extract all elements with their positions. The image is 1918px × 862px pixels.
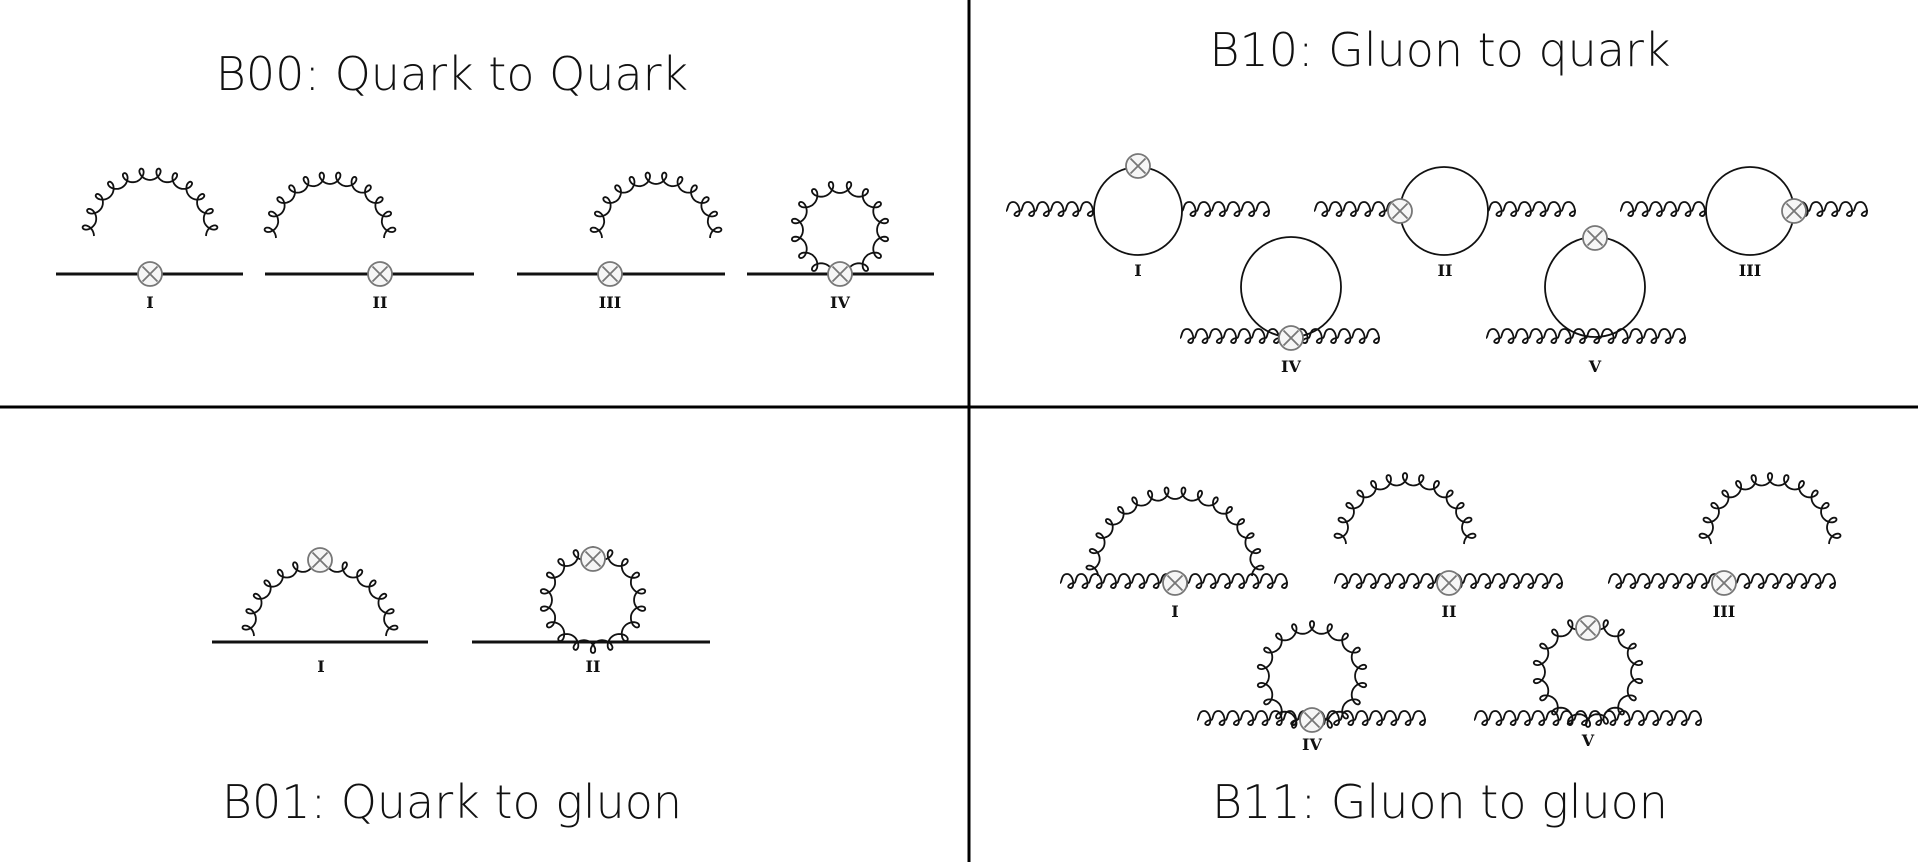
b00-1-insertion-vertex-cross	[141, 265, 159, 283]
b11-diagram-label-3: III	[1713, 602, 1735, 621]
b10-diagram-label-5: V	[1588, 357, 1602, 376]
b11-3-gluon-arc	[1698, 472, 1842, 545]
b00-diagram-label-1: I	[146, 293, 153, 312]
b11-3-insertion-vertex-cross	[1715, 574, 1733, 592]
b11-1-gluon-arc	[1085, 486, 1265, 577]
b10-4-insertion-vertex-cross	[1282, 329, 1300, 347]
b10-2-quark-loop	[1399, 166, 1489, 256]
b11-diagram-label-5: V	[1581, 731, 1595, 750]
b10-1-insertion-vertex-cross	[1129, 157, 1147, 175]
b11-diagram-label-2: II	[1442, 602, 1457, 621]
b11-5-insertion-vertex-cross	[1579, 619, 1597, 637]
b10-diagram-label-2: II	[1438, 261, 1453, 280]
b00-diagram-label-2: II	[373, 293, 388, 312]
b01-diagram-label-2: II	[586, 657, 601, 676]
b11-diagram-label-1: I	[1171, 602, 1178, 621]
diagram-drawings	[56, 153, 1869, 733]
b01-1-insertion-vertex-cross	[311, 551, 329, 569]
b11-diagram-label-4: IV	[1302, 735, 1322, 754]
b00-diagram-label-3: III	[599, 293, 621, 312]
b00-3-insertion-vertex-cross	[601, 265, 619, 283]
b10-1-gluon-right	[1181, 201, 1271, 217]
b00-4-gluon-loop	[790, 180, 890, 280]
b01-2-gluon-loop	[539, 546, 647, 654]
b10-4-quark-loop	[1240, 236, 1342, 338]
b11-4-insertion-vertex-cross	[1303, 711, 1321, 729]
b01-diagram-label-1: I	[317, 657, 324, 676]
b00-2-gluon-arc	[263, 171, 397, 239]
b10-1-gluon-left	[1005, 201, 1095, 217]
b10-5-quark-loop	[1544, 236, 1646, 338]
b10-diagram-label-3: III	[1739, 261, 1761, 280]
b00-2-insertion-vertex-cross	[371, 265, 389, 283]
b01-2-insertion-vertex-cross	[584, 550, 602, 568]
b11-1-insertion-vertex-cross	[1166, 574, 1184, 592]
panel-title-b00: B00: Quark to Quark	[216, 47, 688, 101]
b00-diagram-label-4: IV	[830, 293, 850, 312]
b00-4-insertion-vertex-cross	[831, 265, 849, 283]
b11-5-gluon-loop	[1532, 616, 1644, 728]
b11-2-gluon-arc	[1333, 472, 1477, 545]
b11-4-gluon-loop	[1256, 620, 1368, 732]
b11-2-insertion-vertex-cross	[1440, 574, 1458, 592]
b10-2-gluon-left	[1313, 201, 1401, 217]
panel-title-b01: B01: Quark to gluon	[222, 775, 682, 829]
b10-5-gluon-line	[1485, 328, 1687, 344]
panel-title-b10: B10: Gluon to quark	[1209, 23, 1670, 77]
b10-3-insertion-vertex-cross	[1785, 202, 1803, 220]
b10-3-quark-loop	[1705, 166, 1795, 256]
b10-5-insertion-vertex-cross	[1586, 229, 1604, 247]
b10-2-gluon-right	[1487, 201, 1577, 217]
panel-title-b11: B11: Gluon to gluon	[1212, 775, 1668, 829]
b10-2-insertion-vertex-cross	[1391, 202, 1409, 220]
b00-1-gluon-arc	[81, 167, 219, 237]
b10-3-gluon-left	[1619, 201, 1707, 217]
b10-diagram-label-4: IV	[1281, 357, 1301, 376]
b10-diagram-label-1: I	[1134, 261, 1141, 280]
b00-3-gluon-arc	[589, 171, 723, 239]
b10-1-quark-loop	[1093, 166, 1183, 256]
